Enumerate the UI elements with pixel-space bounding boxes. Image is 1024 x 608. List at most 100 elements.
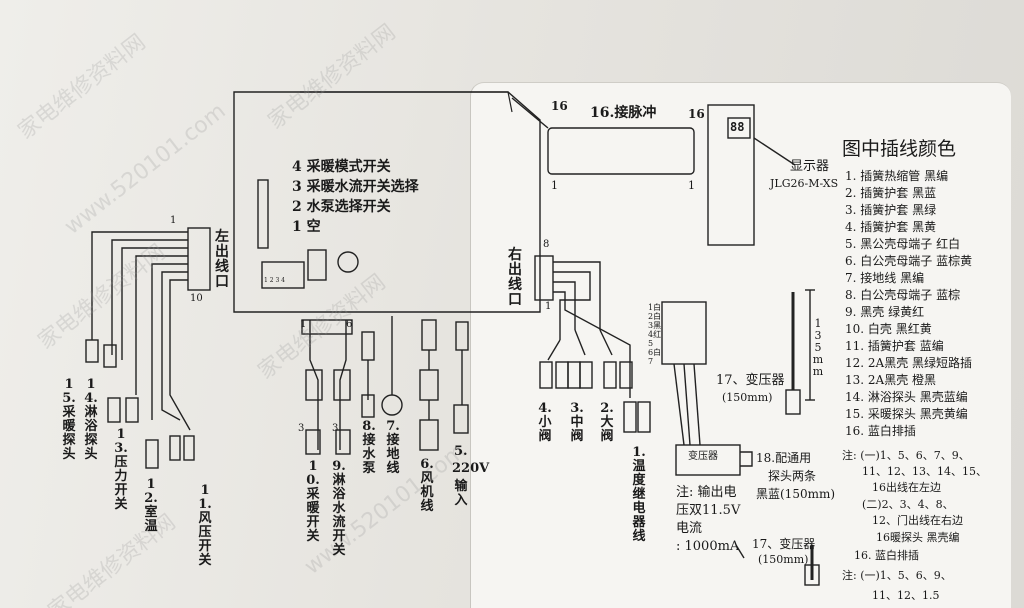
pin-1-a: 1: [300, 319, 307, 330]
transformer-note-3: 电流: [676, 521, 703, 536]
note-line-7: 16. 蓝白排插: [854, 549, 919, 562]
dip-switch-text: 1 2 3 4: [264, 277, 285, 284]
color-item-16: 16. 蓝白排插: [845, 424, 916, 438]
connector-5-voltage: 220V: [452, 461, 490, 476]
transformer-connector: [661, 301, 707, 365]
ground-ring-terminal: [381, 394, 403, 416]
probe-label-1: 18.配通用: [756, 451, 812, 465]
left-outlet-connector: [187, 227, 211, 291]
relay-pin-4: 4红: [648, 330, 662, 339]
legend-sheet: [470, 82, 1011, 608]
connector-9-label: 9.淋浴水流开关: [332, 459, 346, 559]
ribbon-right-pin-16: 16: [688, 107, 705, 121]
transformer-note-1: 注: 输出电: [676, 485, 737, 500]
connector-10-label: 10.采暖开关: [306, 459, 320, 545]
pin-3-b: 3: [332, 423, 339, 434]
switch-label-2: 2 水泵选择开关: [292, 199, 391, 215]
display-name: 显示器: [790, 159, 830, 174]
display-model: JLG26-M-XS: [770, 177, 839, 190]
pin-3-a: 3: [298, 423, 305, 434]
color-table-title: 图中插线颜色: [842, 138, 957, 160]
color-item-9: 9. 黑壳 绿黄红: [845, 305, 925, 319]
connector-4-label: 4.小阀: [538, 401, 552, 445]
transformer-rating: (150mm): [722, 391, 773, 404]
color-item-8: 8. 白公壳母端子 蓝棕: [845, 288, 961, 302]
note-line-6: 16暖探头 黑壳编: [876, 531, 960, 544]
connector-13-label: 13.压力开关: [114, 427, 128, 513]
transformer-label: 17、变压器: [716, 373, 785, 388]
connector-15-label: 15.采暖探头: [62, 377, 76, 463]
color-item-4: 4. 插簧护套 黑黄: [845, 220, 937, 234]
switch-label-3: 3 采暖水流开关选择: [292, 179, 419, 195]
display-board: [707, 104, 755, 246]
connector-6-label: 6.风机线: [420, 457, 434, 515]
connector-14-label: 14.淋浴探头: [84, 377, 98, 463]
connector-2-label: 2.大阀: [600, 401, 614, 445]
board-pin-header: [257, 179, 269, 249]
probe-dimension: 135mm: [812, 317, 824, 378]
color-item-7: 7. 接地线 黑编: [845, 271, 925, 285]
connector-7-label: 7.接地线: [386, 419, 400, 477]
relay-pin-7: 7: [648, 357, 654, 366]
connector-12-label: 12.室温: [144, 477, 158, 535]
color-item-5: 5. 黑公壳母端子 红白: [845, 237, 961, 251]
note-line-8: 注: (一)1、5、6、9、: [842, 569, 952, 582]
transformer-label-2: 17、变压器: [752, 537, 816, 551]
color-item-2: 2. 插簧护套 黑蓝: [845, 186, 937, 200]
left-pin-1: 1: [170, 215, 177, 226]
board-component-circle: [337, 251, 359, 273]
relay-pin-2: 2白: [648, 312, 662, 321]
display-window: [727, 117, 751, 139]
relay-pin-1: 1白: [648, 303, 662, 312]
connector-5-number: 5.: [454, 444, 468, 459]
color-item-12: 12. 2A黑壳 黑绿短路插: [845, 356, 973, 370]
transformer-note-2: 压双11.5V: [676, 503, 741, 518]
display-glyph: 88: [730, 120, 745, 134]
relay-pin-5: 5: [648, 339, 654, 348]
connector-8-label: 8.接水泵: [362, 419, 376, 477]
probe-label-3: 黑蓝(150mm): [756, 487, 836, 501]
right-pin-1: 1: [545, 301, 552, 312]
right-outlet-label: 右出线口: [508, 247, 522, 309]
ribbon-label: 16.接脉冲: [590, 105, 657, 121]
left-outlet-label: 左出线口: [215, 229, 229, 291]
switch-label-4: 4 采暖模式开关: [292, 159, 391, 175]
transformer-rating-2: (150mm): [758, 553, 809, 566]
color-item-1: 1. 插簧热缩管 黑编: [845, 169, 949, 183]
color-item-15: 15. 采暖探头 黑壳黄编: [845, 407, 968, 421]
color-item-6: 6. 白公壳母端子 蓝棕黄: [845, 254, 973, 268]
switch-label-1: 1 空: [292, 219, 321, 235]
color-item-10: 10. 白壳 黑红黄: [845, 322, 932, 336]
note-line-9: 11、12、1.5: [872, 589, 940, 602]
relay-pin-3: 3黑: [648, 321, 662, 330]
probe-label-2: 探头两条: [768, 469, 817, 483]
color-item-14: 14. 淋浴探头 黑壳蓝编: [845, 390, 968, 404]
transformer-body: [675, 444, 741, 476]
note-line-4: (二)2、3、4、8、: [862, 498, 954, 511]
ribbon-right-pin-1: 1: [688, 179, 695, 192]
ribbon-left-pin-1: 1: [551, 179, 558, 192]
right-outlet-connector: [534, 255, 554, 301]
note-line-3: 16出线在左边: [872, 481, 941, 494]
note-line-5: 12、门出线在右边: [872, 514, 963, 527]
note-line-1: 注: (一)1、5、6、7、9、: [842, 449, 970, 462]
ribbon-cable: [547, 127, 695, 175]
right-pin-8: 8: [543, 239, 550, 250]
color-item-3: 3. 插簧护套 黑绿: [845, 203, 937, 217]
color-item-13: 13. 2A黑壳 橙黑: [845, 373, 937, 387]
transformer-note-4: : 1000mA: [676, 539, 740, 554]
note-line-2: 11、12、13、14、15、: [862, 465, 987, 478]
connector-1-label: 1.温度继电器线: [632, 445, 646, 545]
left-pin-10: 10: [190, 293, 203, 304]
color-item-11: 11. 插簧护套 蓝编: [845, 339, 944, 353]
dip-switch: [261, 261, 305, 289]
ribbon-left-pin-16: 16: [551, 99, 568, 113]
connector-11-label: 11.风压开关: [198, 483, 212, 569]
relay-pin-6: 6白: [648, 348, 662, 357]
connector-3-label: 3.中阀: [570, 401, 584, 445]
pin-6-a: 6: [346, 319, 353, 330]
transformer-body-text: 变压器: [688, 451, 718, 462]
connector-5-label: 输入: [454, 479, 468, 509]
